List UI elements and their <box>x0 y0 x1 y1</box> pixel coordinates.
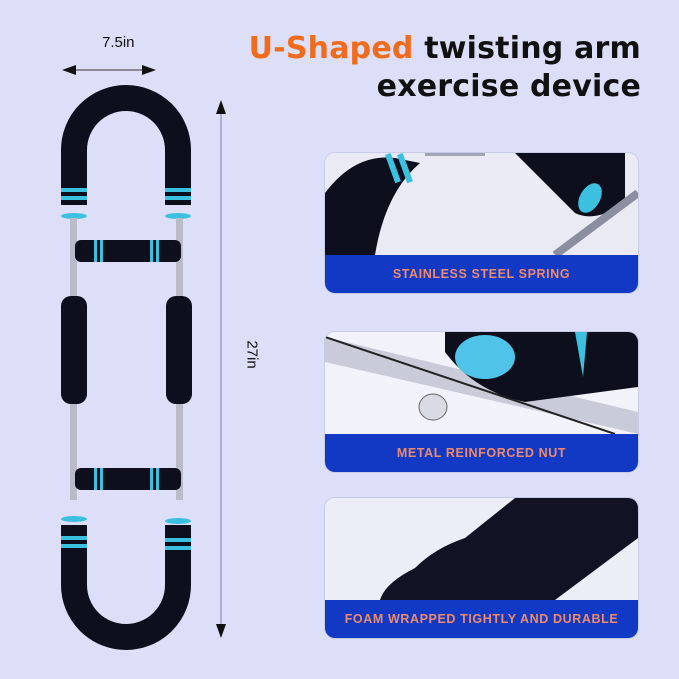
top-rings <box>61 188 191 219</box>
feature-panel-spring: STAINLESS STEEL SPRING <box>325 153 638 293</box>
feature-label: METAL REINFORCED NUT <box>396 446 567 460</box>
product-title: U-Shaped twisting arm exercise device <box>249 30 641 106</box>
title-line1: twisting arm <box>413 31 641 66</box>
feature-label: STAINLESS STEEL SPRING <box>392 267 571 281</box>
feature-label: FOAM WRAPPED TIGHTLY AND DURABLE <box>344 612 619 626</box>
nut-closeup-photo-icon <box>325 332 638 434</box>
title-line2: exercise device <box>376 69 641 104</box>
bottom-rings <box>61 516 191 550</box>
top-u-foam <box>61 85 191 205</box>
title-accent: U-Shaped <box>248 31 414 66</box>
foam-closeup-photo-icon <box>325 498 638 600</box>
feature-banner: STAINLESS STEEL SPRING <box>325 255 638 293</box>
feature-panel-foam: FOAM WRAPPED TIGHTLY AND DURABLE <box>325 498 638 638</box>
width-dimension-label: 7.5in <box>102 34 135 51</box>
spring-closeup-photo-icon <box>325 153 638 255</box>
bottom-u-foam <box>61 525 191 650</box>
feature-banner: FOAM WRAPPED TIGHTLY AND DURABLE <box>325 600 638 638</box>
feature-panel-nut: METAL REINFORCED NUT <box>325 332 638 472</box>
feature-banner: METAL REINFORCED NUT <box>325 434 638 472</box>
